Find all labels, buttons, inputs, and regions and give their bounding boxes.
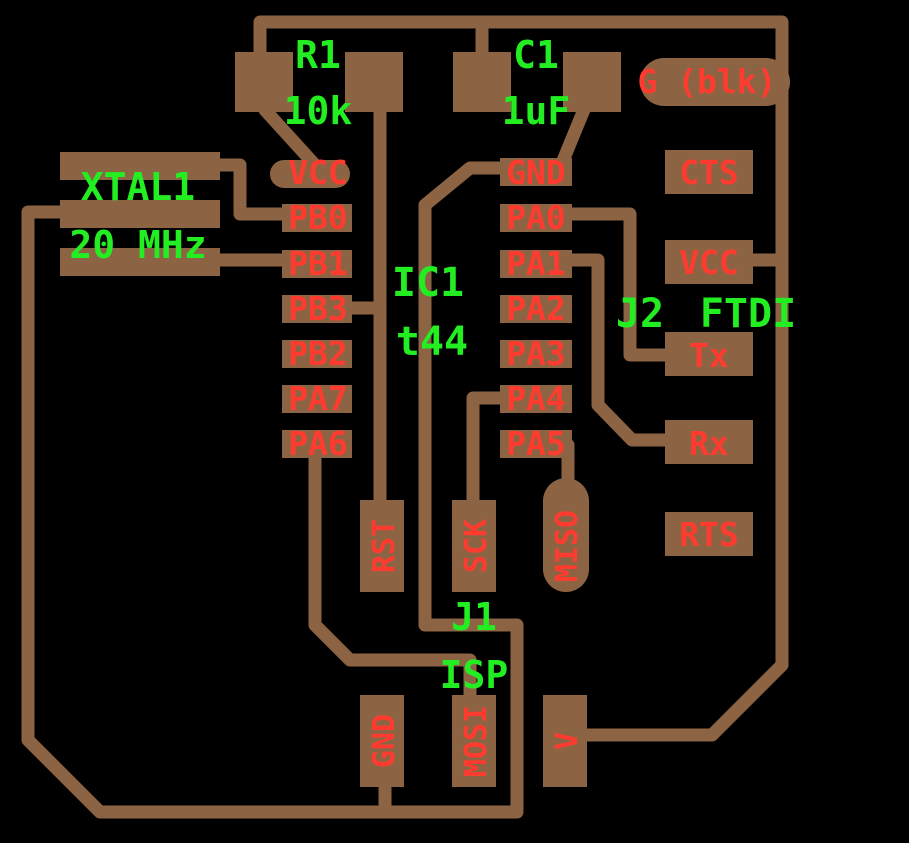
ic1-pin-label: PB3 — [288, 289, 348, 328]
ic1-pin-label: PA6 — [288, 424, 348, 463]
j2-pad-g — [640, 58, 790, 106]
j1-pad-mosi — [452, 695, 496, 787]
ic1-pin-label: PB0 — [288, 198, 348, 237]
j1-value: ISP — [440, 653, 509, 697]
r1-pad-2 — [345, 52, 403, 112]
isp-pin-label: V — [550, 732, 585, 750]
ftdi-pin-label: VCC — [679, 243, 739, 282]
ic1-pad-pa5 — [500, 430, 572, 458]
j1-pad-gnd — [360, 695, 404, 787]
j1-pad-sck — [452, 500, 496, 592]
ic1-ref: IC1 — [392, 260, 464, 306]
copper-traces — [21, 15, 789, 819]
j2-pad-vcc — [665, 240, 753, 284]
c1-value: 1uF — [502, 89, 571, 133]
trace-top-loop — [253, 15, 789, 742]
ic1-pad-pa1 — [500, 250, 572, 278]
ftdi-pin-label: RTS — [679, 515, 739, 554]
j2-pad-cts — [665, 150, 753, 194]
j2-pad-rx — [665, 420, 753, 464]
ic1-pad-pb1 — [282, 250, 352, 278]
pad-labels: VCC PB0 PB1 PB3 PB2 PA7 PA6 GND PA0 PA1 … — [288, 62, 776, 777]
ic1-pad-vcc — [270, 160, 350, 188]
isp-pin-label: GND — [367, 714, 402, 768]
ic1-pin-label: PA5 — [506, 424, 566, 463]
ic1-pad-pb3 — [282, 295, 352, 323]
ic1-pad-pa7 — [282, 385, 352, 413]
copper-pads — [60, 52, 790, 787]
trace-pa6 — [308, 438, 477, 752]
ic1-pin-label: PA2 — [506, 289, 566, 328]
isp-pin-label: SCK — [459, 519, 494, 573]
ic1-pin-label: PA3 — [506, 334, 566, 373]
ic1-pin-label: VCC — [288, 153, 348, 192]
j1-ref: J1 — [451, 595, 497, 639]
r1-value: 10k — [284, 89, 353, 133]
xtal1-value: 20 MHz — [69, 223, 206, 267]
xtal1-ref: XTAL1 — [81, 165, 195, 209]
ftdi-pin-label: Tx — [689, 336, 729, 375]
ic1-value: t44 — [396, 319, 468, 365]
component-labels: R1 10k C1 1uF XTAL1 20 MHz IC1 t44 J1 IS… — [69, 33, 796, 697]
c1-ref: C1 — [513, 33, 559, 77]
ic1-pin-label: GND — [506, 153, 566, 192]
trace-pa1 — [528, 253, 717, 447]
ic1-pin-label: PA4 — [506, 379, 566, 418]
xtal1-pad-3 — [60, 248, 220, 276]
ftdi-pin-label: Rx — [689, 424, 729, 463]
j2-value: FTDI — [700, 291, 796, 337]
j1-pad-miso — [543, 478, 589, 592]
j2-pad-tx — [665, 332, 753, 376]
ic1-pin-label: PB1 — [288, 244, 348, 283]
ic1-pad-pa4 — [500, 385, 572, 413]
isp-pin-label: MOSI — [459, 705, 494, 777]
xtal1-pad-1 — [60, 152, 220, 180]
trace-gnd-loop — [21, 205, 392, 819]
isp-pin-label: RST — [367, 519, 402, 573]
j2-ref: J2 — [616, 291, 664, 337]
trace-c1-gnd — [378, 73, 597, 819]
ic1-pad-pa3 — [500, 340, 572, 368]
c1-pad-1 — [453, 52, 511, 112]
ic1-pin-label: PA7 — [288, 379, 348, 418]
ic1-pad-pb0 — [282, 204, 352, 232]
ic1-pin-label: PA0 — [506, 198, 566, 237]
isp-pin-label: MISO — [550, 510, 585, 582]
ic1-pad-gnd — [500, 158, 572, 186]
r1-pad-1 — [235, 52, 293, 112]
ic1-pad-pb2 — [282, 340, 352, 368]
ftdi-pin-label: CTS — [679, 153, 739, 192]
r1-ref: R1 — [295, 33, 341, 77]
c1-pad-2 — [563, 52, 621, 112]
xtal1-pad-2 — [60, 200, 220, 228]
ic1-pad-pa0 — [500, 204, 572, 232]
ic1-pad-pa6 — [282, 430, 352, 458]
j1-pad-rst — [360, 500, 404, 592]
j2-pad-rts — [665, 512, 753, 556]
ftdi-pin-label: G (blk) — [637, 62, 776, 101]
ic1-pin-label: PA1 — [506, 244, 566, 283]
j1-pad-v — [543, 695, 587, 787]
ic1-pad-pa2 — [500, 295, 572, 323]
ic1-pin-label: PB2 — [288, 334, 348, 373]
